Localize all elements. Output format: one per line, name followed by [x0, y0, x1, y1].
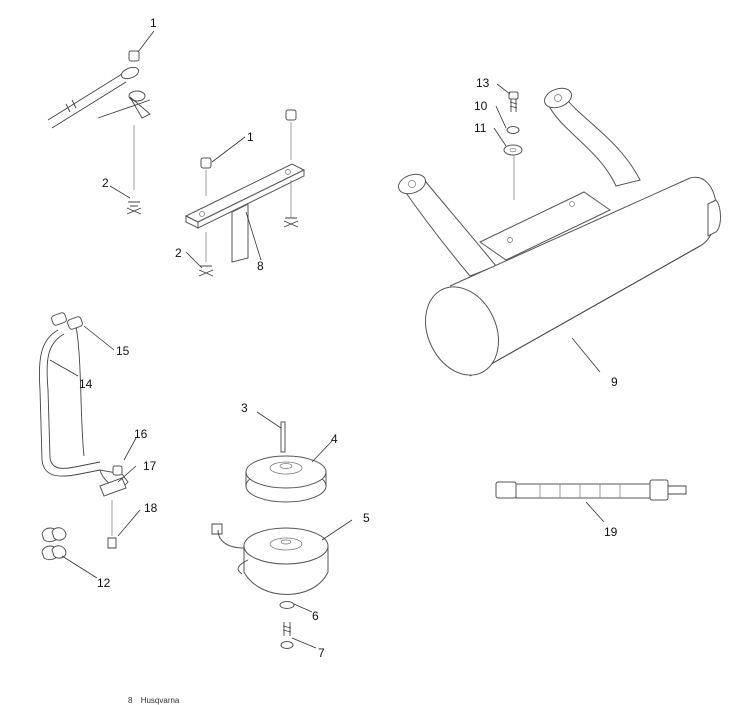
- brand-name: Husqvarna: [140, 696, 180, 705]
- callout-14-harness: 14: [79, 377, 93, 391]
- wiring-harness-assembly: [38, 312, 129, 561]
- mounting-bracket-assembly: [184, 109, 306, 277]
- page-number: 8: [128, 696, 133, 705]
- callout-1-nut: 1: [150, 16, 157, 30]
- callout-16-nut: 16: [134, 427, 148, 441]
- threaded-rod-assembly: [495, 479, 687, 501]
- callout-11-washer: 11: [474, 121, 487, 135]
- leader-lines: [49, 30, 605, 649]
- callout-8-bracket: 8: [257, 259, 264, 273]
- callout-17-clamp: 17: [143, 459, 157, 473]
- muffler-assembly: [397, 87, 721, 377]
- callout-7-bolt: 7: [318, 646, 325, 660]
- callout-labels: 1 2 1 2 8 3 4 5 6 7 9 13 10 11 12 14 15 …: [79, 16, 618, 660]
- callout-9-muffler: 9: [611, 375, 618, 389]
- callout-2-nut: 2: [175, 246, 182, 260]
- callout-5-clutch: 5: [363, 511, 370, 525]
- callout-15-connector: 15: [116, 344, 130, 358]
- callout-2-washer: 2: [102, 176, 109, 190]
- callout-3-key: 3: [241, 401, 248, 415]
- battery-cable-assembly: [47, 50, 151, 215]
- callout-18-screw: 18: [144, 501, 158, 515]
- callout-10-lockwasher: 10: [474, 99, 488, 113]
- callout-12-clamp: 12: [97, 576, 111, 590]
- callout-13-screw: 13: [476, 76, 490, 90]
- pulley-clutch-assembly: [211, 421, 329, 649]
- callout-19-rod: 19: [604, 525, 618, 539]
- page-footer: 8 Husqvarna: [128, 696, 185, 705]
- callout-1-screw: 1: [247, 130, 254, 144]
- callout-6-washer: 6: [312, 609, 319, 623]
- callout-4-pulley: 4: [331, 432, 338, 446]
